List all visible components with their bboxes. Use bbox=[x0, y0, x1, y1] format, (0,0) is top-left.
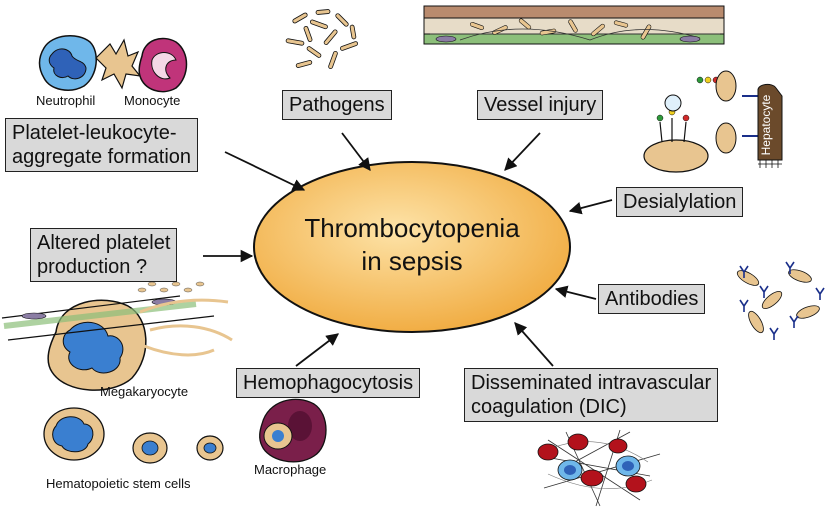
hemophagocytosis-box: Hemophagocytosis bbox=[236, 368, 421, 398]
dic-illustration bbox=[537, 429, 661, 507]
hepatocyte-label: Hepatocyte bbox=[759, 94, 773, 155]
megakaryocyte-illustration bbox=[1, 281, 233, 391]
stem-cells-illustration bbox=[43, 407, 224, 464]
antibodies-illustration bbox=[736, 261, 825, 340]
arrow-hemophagocytosis bbox=[295, 333, 340, 367]
altered-production-box: Altered platelet production ? bbox=[30, 228, 178, 282]
altered-production-line2: production ? bbox=[37, 256, 148, 278]
antibodies-box: Antibodies bbox=[598, 284, 706, 314]
center-label-line2: in sepsis bbox=[361, 246, 463, 276]
neutrophil-nucleus bbox=[48, 48, 87, 80]
stem-cells-label: Hematopoietic stem cells bbox=[46, 476, 191, 491]
vessel-injury-text: Vessel injury bbox=[484, 94, 597, 116]
pathogens-illustration bbox=[285, 9, 358, 69]
arrows bbox=[203, 132, 613, 367]
pathogens-box: Pathogens bbox=[282, 90, 392, 120]
altered-production-line1: Altered platelet bbox=[37, 232, 171, 254]
dic-text-line1: Disseminated intravascular bbox=[471, 372, 712, 394]
platelet-aggregate bbox=[95, 38, 142, 90]
monocyte-label: Monocyte bbox=[124, 93, 181, 108]
arrow-vessel-injury bbox=[504, 132, 541, 171]
arrow-dic bbox=[514, 322, 554, 367]
neutrophil-label: Neutrophil bbox=[36, 93, 96, 108]
arrow-desialylation bbox=[568, 199, 613, 215]
desialylation-box: Desialylation bbox=[616, 187, 744, 217]
macrophage-illustration bbox=[259, 398, 327, 463]
pathogens-text: Pathogens bbox=[289, 94, 385, 116]
desialylation-text: Desialylation bbox=[623, 191, 737, 213]
platelet-leukocyte-line2: aggregate formation bbox=[12, 146, 192, 168]
macrophage-label: Macrophage bbox=[254, 462, 327, 477]
arrow-antibodies bbox=[554, 285, 597, 300]
arrow-platelet-leukocyte bbox=[224, 151, 306, 191]
neutrophil-monocyte-illustration bbox=[38, 35, 188, 93]
monocyte-nucleus bbox=[151, 52, 177, 80]
arrow-pathogens bbox=[341, 132, 371, 172]
hemophagocytosis-text: Hemophagocytosis bbox=[243, 372, 414, 394]
vessel-injury-box: Vessel injury bbox=[477, 90, 604, 120]
platelet-leukocyte-box: Platelet-leukocyte- aggregate formation bbox=[5, 118, 199, 172]
platelet-leukocyte-line1: Platelet-leukocyte- bbox=[12, 122, 177, 144]
center-label-line1: Thrombocytopenia bbox=[304, 213, 520, 243]
center-ellipse bbox=[253, 161, 571, 333]
dic-box: Disseminated intravascular coagulation (… bbox=[464, 368, 719, 422]
megakaryocyte-label: Megakaryocyte bbox=[100, 384, 189, 399]
dic-text-line2: coagulation (DIC) bbox=[471, 396, 627, 418]
vessel-injury-illustration bbox=[423, 5, 725, 45]
desialylation-illustration bbox=[643, 70, 783, 173]
hepatocyte-cell bbox=[757, 83, 783, 161]
center-label: Thrombocytopenia in sepsis bbox=[258, 212, 566, 278]
antibodies-text: Antibodies bbox=[605, 288, 699, 310]
